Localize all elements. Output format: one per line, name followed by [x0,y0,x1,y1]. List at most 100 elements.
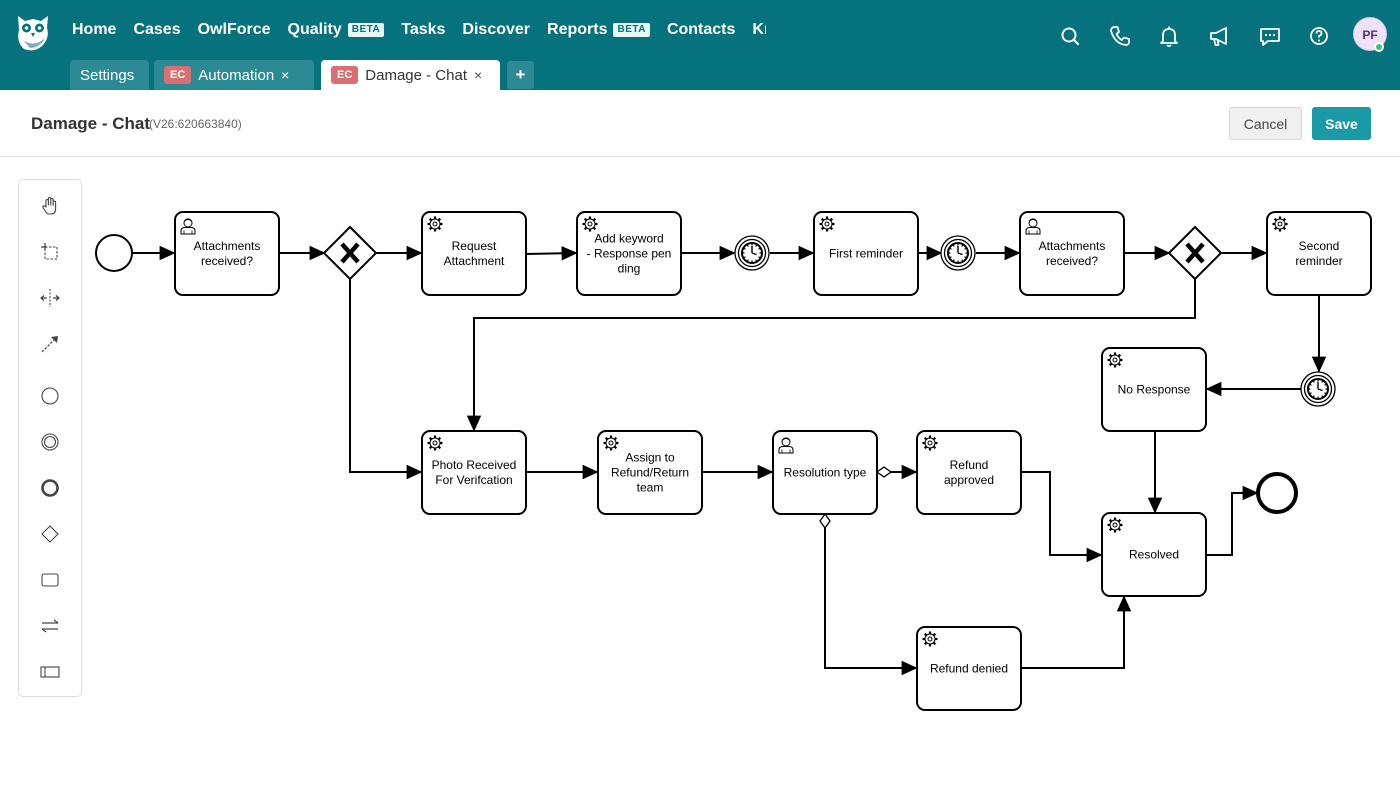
nav-owlforce[interactable]: OwlForce [198,21,271,39]
task-label: Resolution type [784,466,867,480]
data-flow-icon[interactable] [38,614,62,638]
tab-automation-label: Automation [198,66,275,84]
task-label: - Response pen [587,247,672,261]
nav-reports[interactable]: Reports BETA [547,21,650,39]
version-label: (V26:620663840) [149,117,242,131]
nav-reports-label: Reports [547,21,608,38]
intermediate-event-icon[interactable] [38,430,62,454]
start-event-icon[interactable] [38,384,62,408]
task-label: First reminder [829,247,903,261]
editor-header: Damage - Chat (V26:620663840) Cancel Sav… [0,90,1400,157]
gateway-icon[interactable] [38,522,62,546]
nav-cases[interactable]: Cases [133,21,180,39]
tab-settings[interactable]: Settings [70,60,149,90]
bpmn-task[interactable]: Resolution type [772,430,878,515]
save-button[interactable]: Save [1312,107,1371,140]
search-icon[interactable] [1056,22,1084,50]
tab-settings-label: Settings [80,66,135,84]
space-tool-icon[interactable] [38,286,62,310]
flow[interactable] [824,514,918,676]
online-status-indicator [1374,42,1384,52]
nav-contacts[interactable]: Contacts [667,21,735,39]
sequence-flows [132,245,1327,676]
bpmn-task[interactable]: Resolved [1101,512,1207,597]
task-label: Assign to [625,451,675,465]
start-event[interactable] [95,234,133,272]
cancel-button[interactable]: Cancel [1229,107,1302,140]
chat-icon[interactable] [1256,22,1284,50]
flow[interactable] [349,279,423,480]
close-tab-icon[interactable]: × [474,67,483,83]
hand-tool-icon[interactable] [38,194,62,218]
nav-home[interactable]: Home [72,21,116,39]
bpmn-task[interactable]: First reminder [813,211,919,296]
pool-icon[interactable] [38,660,62,684]
task-label: Resolved [1129,548,1179,562]
flow[interactable] [1207,485,1259,556]
task-label: approved [944,473,994,487]
help-icon[interactable] [1305,22,1333,50]
flow[interactable] [525,246,578,261]
nav-discover[interactable]: Discover [462,21,530,39]
phone-icon[interactable] [1106,22,1134,50]
megaphone-icon[interactable] [1205,22,1233,50]
page-title: Damage - Chat [31,114,151,133]
nav-tasks[interactable]: Tasks [401,21,445,39]
end-event-icon[interactable] [38,476,62,500]
task-label: team [637,481,664,495]
task-label: Photo Received [432,458,517,472]
task-label: received? [1046,254,1098,268]
nav-owlforce-label: OwlForce [197,21,271,38]
exclusive-gateway[interactable] [1167,225,1223,281]
beta-badge: BETA [347,23,385,37]
timer-event-icon[interactable] [940,235,976,271]
nav-knowledge-label: Knc [752,21,766,38]
flow[interactable] [1021,471,1103,563]
tab-damage-chat[interactable]: EC Damage - Chat × [321,60,500,90]
timer-event-icon[interactable] [1300,371,1336,407]
ec-badge: EC [164,66,192,84]
owl-logo-icon[interactable] [14,12,52,54]
end-event[interactable] [1256,472,1298,514]
task-label: Add keyword [594,232,663,246]
nav-tasks-label: Tasks [401,21,446,38]
lasso-tool-icon[interactable] [38,240,62,264]
task-label: Refund denied [930,662,1008,676]
flow[interactable] [466,279,1196,432]
tab-damage-chat-label: Damage - Chat [365,66,467,84]
exclusive-gateway[interactable] [322,225,378,281]
close-tab-icon[interactable]: × [281,67,290,83]
flow[interactable] [1021,595,1132,669]
task-label: Second [1299,239,1340,253]
default-flow-marker [875,466,893,478]
bpmn-task[interactable]: Refund denied [916,626,1022,711]
conditional-flow-marker [819,512,831,530]
add-tab-button[interactable]: + [507,61,534,89]
bell-icon[interactable] [1155,22,1183,50]
connect-tool-icon[interactable] [38,332,62,356]
task-label: Request [452,239,497,253]
nav-knowledge[interactable]: Knc [752,21,766,39]
nav-cases-label: Cases [133,21,181,38]
tab-automation[interactable]: EC Automation × [154,60,314,90]
task-label: No Response [1118,383,1191,397]
beta-badge: BETA [613,23,650,37]
bpmn-task[interactable]: No Response [1101,347,1207,432]
task-label: Attachment [444,254,505,268]
task-icon[interactable] [38,568,62,592]
tool-palette [18,179,82,697]
task-label: reminder [1295,254,1342,268]
timer-event-icon[interactable] [734,235,770,271]
ec-badge: EC [331,66,359,84]
